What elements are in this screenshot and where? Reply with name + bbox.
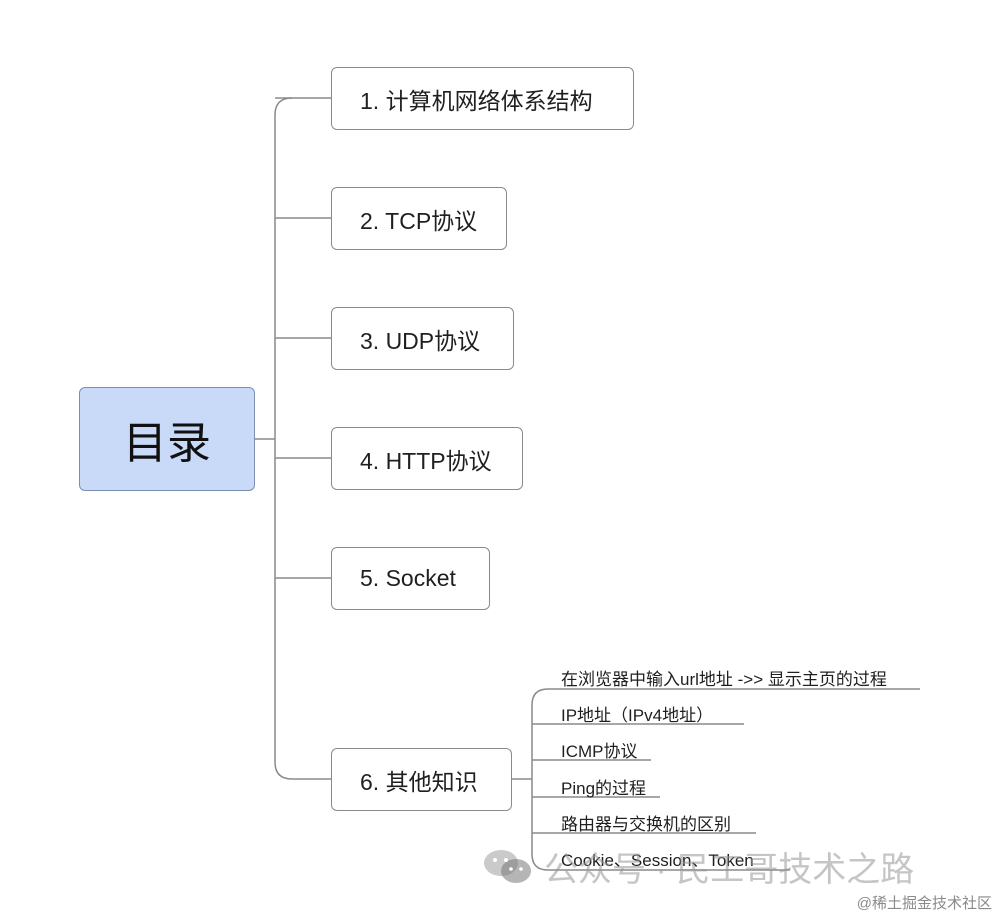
sub-item-5[interactable]: 路由器与交换机的区别	[561, 815, 731, 834]
branch-label-3: 3. UDP协议	[360, 327, 481, 354]
branch-label-1: 1. 计算机网络体系结构	[360, 87, 593, 114]
branch-node-2[interactable]: 2. TCP协议	[331, 187, 507, 250]
sub-item-6[interactable]: Cookie、Session、Token	[561, 851, 754, 870]
branch-node-6[interactable]: 6. 其他知识	[331, 748, 512, 811]
root-label: 目录	[123, 419, 211, 468]
watermark-text: 公众号 · 民工哥技术之路	[544, 851, 915, 889]
footer-credit: @稀土掘金技术社区	[856, 895, 992, 912]
branch-node-1[interactable]: 1. 计算机网络体系结构	[331, 67, 634, 130]
branch-label-5: 5. Socket	[360, 565, 456, 591]
watermark: 公众号 · 民工哥技术之路	[482, 842, 914, 891]
branch-label-4: 4. HTTP协议	[360, 447, 492, 474]
trunk-line	[274, 97, 293, 780]
sub-item-4[interactable]: Ping的过程	[561, 779, 647, 798]
branch-node-4[interactable]: 4. HTTP协议	[331, 427, 523, 490]
sub-trunk	[531, 688, 549, 871]
branch-label-6: 6. 其他知识	[360, 768, 478, 795]
branch-node-5[interactable]: 5. Socket	[331, 547, 490, 610]
wechat-icon	[482, 847, 534, 887]
sub-item-1[interactable]: 在浏览器中输入url地址 ->> 显示主页的过程	[561, 670, 887, 689]
branch-node-3[interactable]: 3. UDP协议	[331, 307, 514, 370]
sub-item-3[interactable]: ICMP协议	[561, 742, 638, 761]
sub-item-2[interactable]: IP地址（IPv4地址）	[561, 706, 714, 725]
root-node[interactable]: 目录	[79, 387, 255, 491]
branch-label-2: 2. TCP协议	[360, 207, 478, 234]
